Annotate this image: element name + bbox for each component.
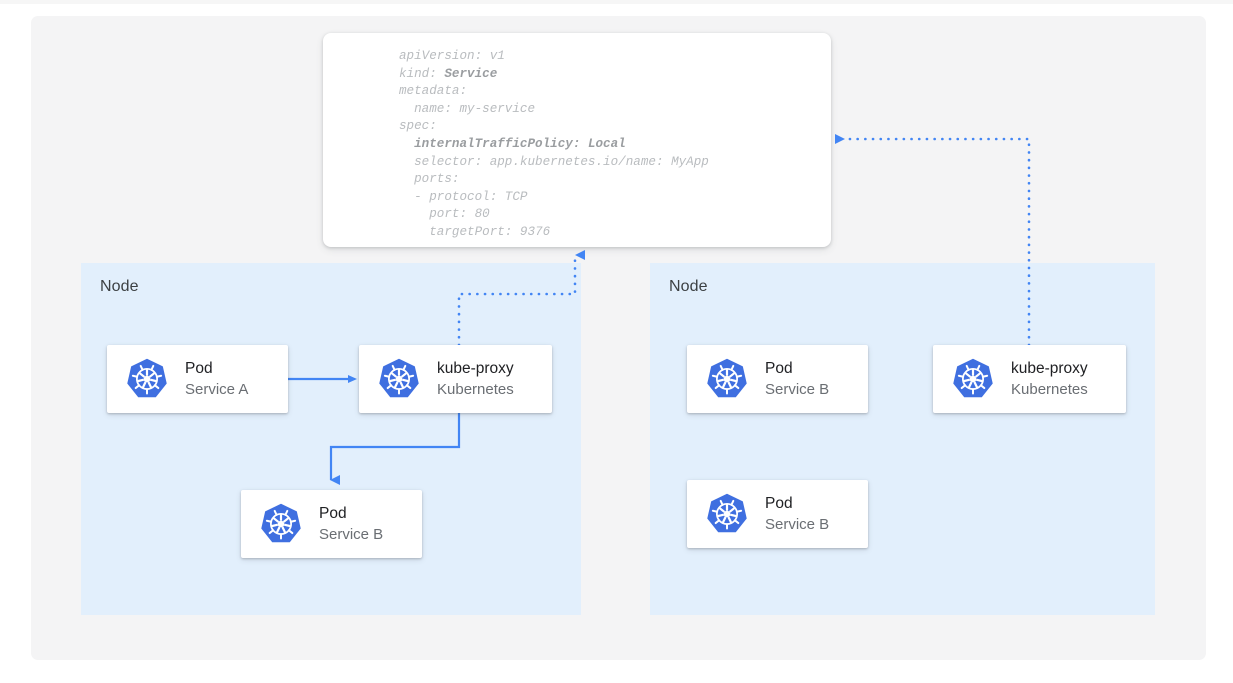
card-title: Pod [765,495,793,512]
card-subtitle: Service B [319,526,384,543]
kubernetes-icon [377,357,421,401]
card-pod-service-a[interactable]: Pod Service A [107,345,288,413]
top-strip [0,0,1233,4]
yaml-line: ports: [399,172,460,187]
card-text: Pod Service A [185,358,248,400]
yaml-line: kind: Service [399,66,498,81]
card-title: Pod [319,505,347,522]
yaml-line: targetPort: 9376 [399,224,551,239]
yaml-line: spec: [399,119,437,134]
yaml-line: port: 80 [399,207,490,222]
card-subtitle: Kubernetes [437,381,514,398]
card-subtitle: Service A [185,381,249,398]
kubernetes-icon [259,502,303,546]
card-text: Pod Service B [765,493,829,535]
card-text: kube-proxy Kubernetes [1011,358,1088,400]
card-subtitle: Service B [765,381,830,398]
card-title: Pod [185,360,213,377]
card-text: kube-proxy Kubernetes [437,358,514,400]
yaml-line: name: my-service [399,101,536,116]
card-text: Pod Service B [765,358,829,400]
card-kube-proxy-right[interactable]: kube-proxy Kubernetes [933,345,1126,413]
service-manifest-text: apiVersion: v1 kind: Service metadata: nam… [399,48,709,242]
node-label: Node [669,278,708,295]
node-label: Node [100,278,139,295]
kubernetes-icon [951,357,995,401]
card-kube-proxy-left[interactable]: kube-proxy Kubernetes [359,345,552,413]
yaml-line: - protocol: TCP [399,189,528,204]
yaml-line: apiVersion: v1 [399,49,505,63]
card-subtitle: Service B [765,516,830,533]
card-pod-service-b-right-bottom[interactable]: Pod Service B [687,480,868,548]
yaml-line: metadata: [399,84,468,99]
yaml-line: internalTrafficPolicy: Local [414,136,626,151]
yaml-line: selector: app.kubernetes.io/name: MyApp [399,154,709,169]
node-panel-right: Node [650,263,1155,615]
card-text: Pod Service B [319,503,383,545]
card-title: Pod [765,360,793,377]
kubernetes-icon [705,492,749,536]
card-pod-service-b-left[interactable]: Pod Service B [241,490,422,558]
service-manifest-card: apiVersion: v1 kind: Service metadata: nam… [323,33,831,247]
card-subtitle: Kubernetes [1011,381,1088,398]
kubernetes-icon [125,357,169,401]
card-title: kube-proxy [437,360,514,377]
node-panel-left: Node [81,263,581,615]
kubernetes-icon [705,357,749,401]
card-title: kube-proxy [1011,360,1088,377]
card-pod-service-b-right-top[interactable]: Pod Service B [687,345,868,413]
